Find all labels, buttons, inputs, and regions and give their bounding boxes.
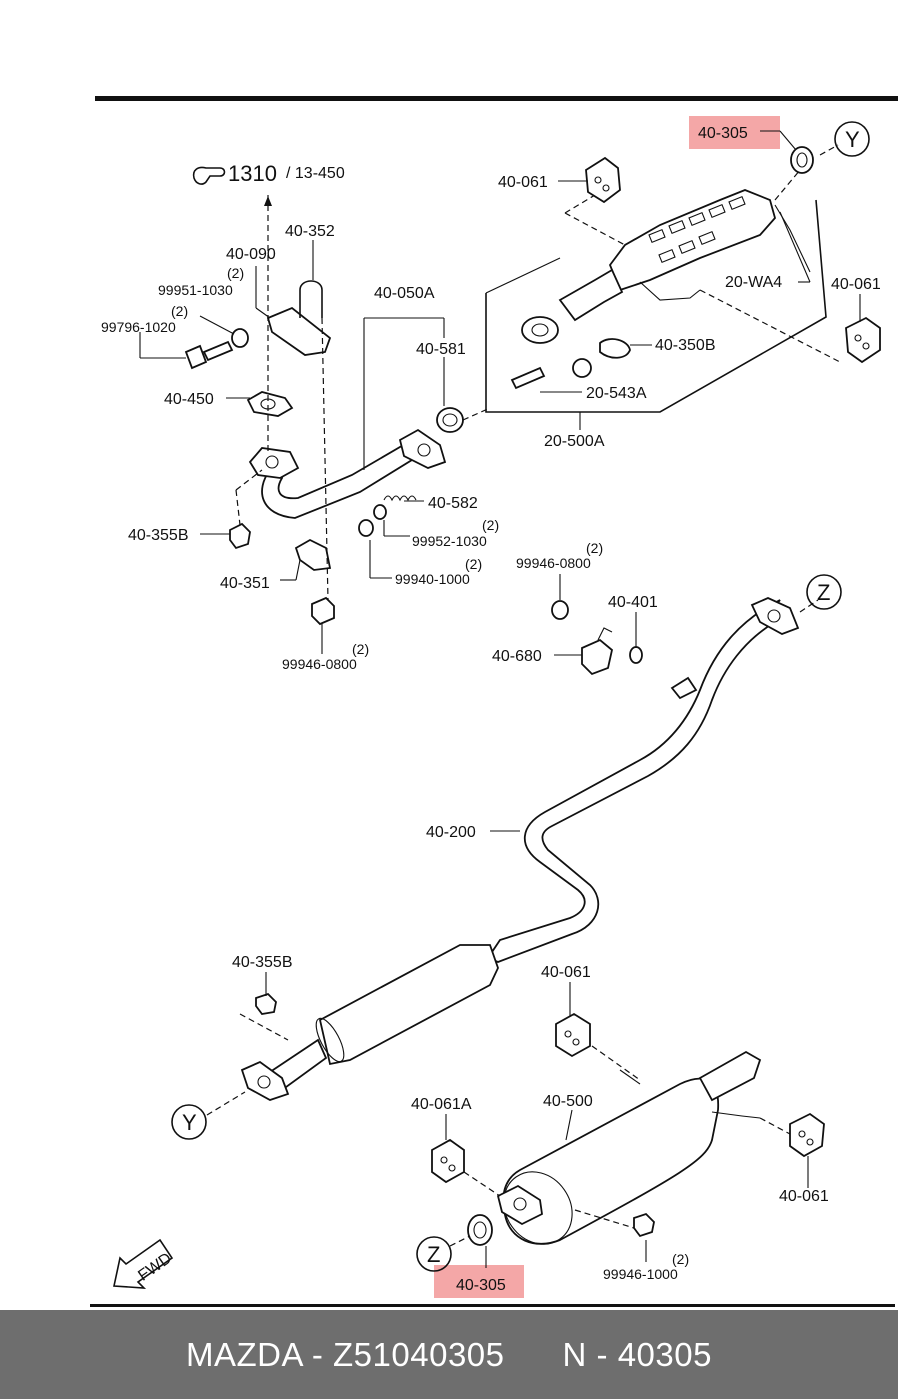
label-40-401: 40-401 (608, 594, 658, 611)
top-rule (95, 96, 898, 101)
gasket-40-581 (436, 407, 464, 433)
nut-99946-1000 (633, 1212, 655, 1238)
qty-40-090: (2) (227, 265, 244, 281)
qty-99946-1000: (2) (672, 1251, 689, 1267)
highlight-40-305-top (689, 116, 780, 149)
ref-arrow (264, 196, 272, 206)
label-40-500: 40-500 (543, 1093, 593, 1110)
footer-brand-part: MAZDA - Z51040305 (186, 1335, 505, 1373)
hanger-40-061A (431, 1138, 465, 1184)
label-40-061-c: 40-061 (541, 964, 591, 981)
label-40-680: 40-680 (492, 648, 542, 665)
qty-99946-0800-left: (2) (352, 641, 369, 657)
label-20-500A: 20-500A (544, 433, 605, 450)
pointing-hand-icon (192, 166, 226, 185)
gasket-40-401 (629, 646, 643, 664)
label-40-350B: 40-350B (655, 337, 716, 354)
part-labels: 40-305 40-061 40-061 20-WA4 40-350B 20-5… (101, 125, 881, 1294)
svg-text:Y: Y (182, 1110, 197, 1135)
highlight-40-305-bottom (434, 1265, 524, 1298)
label-99940-1000: 99940-1000 (395, 571, 470, 587)
callout-y-top: Y (834, 121, 870, 157)
rear-muffler-40-500 (496, 1050, 762, 1245)
hanger-40-680 (581, 638, 613, 676)
nut-40-355B-upper (229, 522, 251, 550)
label-20-WA4: 20-WA4 (725, 274, 782, 291)
label-40-200: 40-200 (426, 824, 476, 841)
footer-banner: MAZDA - Z51040305 N - 40305 (0, 1310, 898, 1399)
spring-40-582 (383, 495, 417, 502)
label-40-351: 40-351 (220, 575, 270, 592)
nut-99940-1000 (358, 519, 374, 537)
hanger-40-061-c (555, 1012, 591, 1058)
ref-sub: / 13-450 (286, 165, 345, 182)
label-40-355B-lower: 40-355B (232, 954, 293, 971)
svg-text:Y: Y (845, 127, 860, 152)
callout-y-left: Y (171, 1104, 207, 1140)
fwd-arrow-icon: FWD (113, 1238, 175, 1289)
bracket-40-090 (266, 306, 332, 356)
hanger-40-061-d (789, 1112, 825, 1158)
nut-40-355B-lower (255, 992, 277, 1015)
leader-lines (139, 130, 861, 1268)
label-40-450: 40-450 (164, 391, 214, 408)
label-40-061-a: 40-061 (498, 174, 548, 191)
label-40-305-top: 40-305 (698, 125, 748, 142)
label-40-352: 40-352 (285, 223, 335, 240)
middle-pipe-40-200 (240, 597, 800, 1101)
ref-main: 1310 (228, 161, 277, 186)
label-40-090: 40-090 (226, 246, 276, 263)
footer-spacer (505, 1336, 563, 1374)
label-99946-0800-left: 99946-0800 (282, 656, 357, 672)
callout-z-right: Z (806, 574, 842, 610)
label-40-581: 40-581 (416, 341, 466, 358)
label-40-355B-upper: 40-355B (128, 527, 189, 544)
nut-99946-0800-right (551, 600, 569, 620)
hanger-40-061-b (845, 316, 881, 364)
qty-99952-1030: (2) (482, 517, 499, 533)
bottom-rule (90, 1304, 895, 1307)
nut-99946-0800-left (311, 596, 335, 626)
label-99951-1030: 99951-1030 (158, 282, 233, 298)
exhaust-parts-diagram: 1310 / 13-450 Y Z Y Z FWD 40-305 40-061 … (90, 96, 898, 1307)
front-pipe-40-050A (248, 428, 447, 519)
callout-z-bottom: Z (416, 1236, 452, 1272)
catalytic-converter-assembly (485, 189, 827, 413)
u-bolt-40-352 (299, 280, 323, 318)
reference-pointer: 1310 / 13-450 (192, 161, 345, 206)
fwd-label: FWD (135, 1250, 175, 1285)
svg-text:Z: Z (817, 580, 830, 605)
washer-99951-1030 (231, 328, 249, 348)
label-99946-1000: 99946-1000 (603, 1266, 678, 1282)
label-40-582: 40-582 (428, 495, 478, 512)
label-20-543A: 20-543A (586, 385, 647, 402)
nut-99952-1030 (373, 504, 387, 520)
label-40-061-b: 40-061 (831, 276, 881, 293)
footer-number: N - 40305 (562, 1335, 712, 1373)
gasket-40-450 (246, 391, 294, 417)
qty-99940-1000: (2) (465, 556, 482, 572)
svg-text:Z: Z (427, 1242, 440, 1267)
label-40-061A: 40-061A (411, 1096, 472, 1113)
bolt-99796-1020 (184, 340, 234, 370)
qty-99946-0800-right: (2) (586, 540, 603, 556)
label-99796-1020: 99796-1020 (101, 319, 176, 335)
qty-99951-1030: (2) (171, 303, 188, 319)
bracket-40-351 (294, 538, 332, 571)
gasket-40-305-top (790, 146, 814, 174)
label-40-050A: 40-050A (374, 285, 435, 302)
label-40-061-d: 40-061 (779, 1188, 829, 1205)
hanger-40-061-a (585, 156, 621, 204)
label-99946-0800-right: 99946-0800 (516, 555, 591, 571)
label-40-305-bottom: 40-305 (456, 1277, 506, 1294)
gasket-40-305-bottom (467, 1214, 493, 1246)
label-99952-1030: 99952-1030 (412, 533, 487, 549)
